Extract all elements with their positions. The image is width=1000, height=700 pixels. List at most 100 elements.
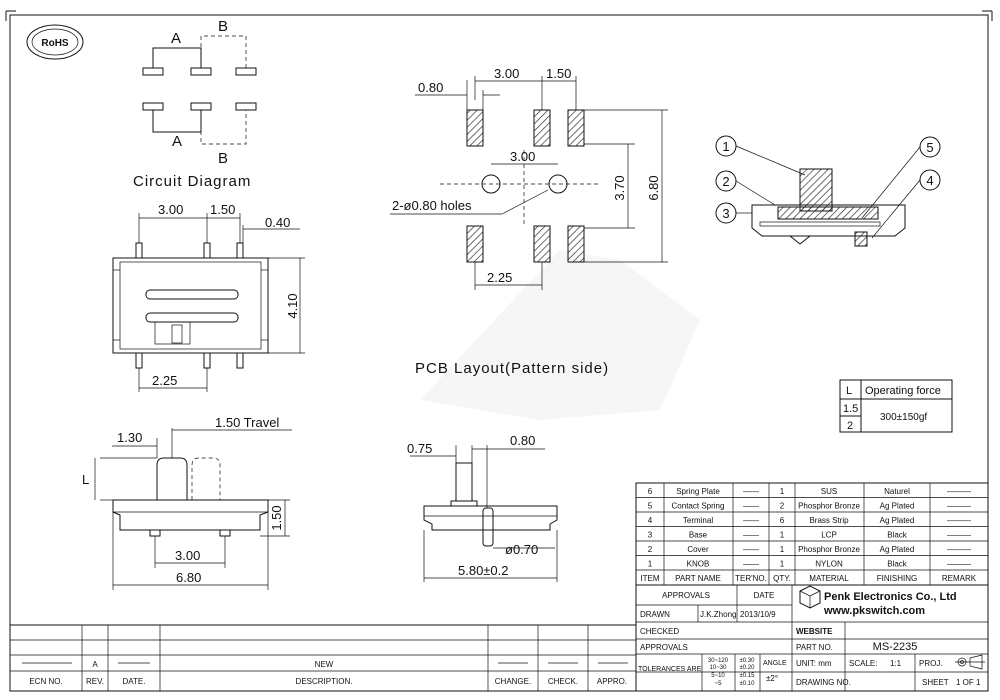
svg-text:CHANGE.: CHANGE. xyxy=(495,677,531,686)
bom-row: 5 Contact Spring —— 2 Phosphor Bronze Ag… xyxy=(648,502,971,511)
svg-text:6.80: 6.80 xyxy=(176,570,201,585)
svg-text:2: 2 xyxy=(648,545,653,554)
company-name: Penk Electronics Co., Ltd xyxy=(824,591,957,603)
svg-text:RoHS: RoHS xyxy=(41,38,69,49)
svg-text:———: ——— xyxy=(947,531,971,540)
svg-text:3.70: 3.70 xyxy=(612,175,627,200)
svg-text:5: 5 xyxy=(648,502,653,511)
svg-text:NEW: NEW xyxy=(315,660,334,669)
company-website: www.pkswitch.com xyxy=(823,605,925,617)
svg-text:Phosphor Bronze: Phosphor Bronze xyxy=(798,502,860,511)
svg-text:DESCRIPTION.: DESCRIPTION. xyxy=(296,677,353,686)
svg-text:B: B xyxy=(218,18,229,35)
svg-text:Black: Black xyxy=(887,531,908,540)
svg-text:DRAWING NO.: DRAWING NO. xyxy=(796,678,851,687)
svg-text:1.50 Travel: 1.50 Travel xyxy=(215,415,279,430)
force-table: L Operating force 1.5 2 300±150gf xyxy=(839,379,953,433)
svg-text:L: L xyxy=(846,385,852,397)
svg-text:B: B xyxy=(218,150,229,167)
svg-text:±2°: ±2° xyxy=(766,674,778,683)
svg-text:PART NAME: PART NAME xyxy=(675,574,721,583)
svg-text:TOLERANCES ARE: TOLERANCES ARE xyxy=(638,666,702,673)
svg-text:1:1: 1:1 xyxy=(890,659,902,668)
svg-text:DRAWN: DRAWN xyxy=(640,610,670,619)
svg-text:1: 1 xyxy=(780,560,785,569)
svg-text:5: 5 xyxy=(926,140,933,155)
svg-text:2.25: 2.25 xyxy=(487,270,512,285)
svg-text:4.10: 4.10 xyxy=(285,293,300,318)
svg-text:——: —— xyxy=(743,487,759,496)
bom-row: 2 Cover —— 1 Phosphor Bronze Ag Plated —… xyxy=(648,545,971,554)
svg-text:3: 3 xyxy=(722,206,729,221)
svg-text:ITEM: ITEM xyxy=(640,574,659,583)
svg-text:Ag Plated: Ag Plated xyxy=(880,502,915,511)
svg-text:Base: Base xyxy=(689,531,708,540)
svg-text:Spring Plate: Spring Plate xyxy=(676,487,720,496)
svg-text:REMARK: REMARK xyxy=(942,574,977,583)
svg-text:MATERIAL: MATERIAL xyxy=(809,574,849,583)
svg-text:1 OF 1: 1 OF 1 xyxy=(956,678,981,687)
bom-row: 3 Base —— 1 LCP Black ——— xyxy=(648,531,971,540)
svg-text:CHECK.: CHECK. xyxy=(548,677,578,686)
svg-text:QTY.: QTY. xyxy=(773,574,791,583)
svg-text:L: L xyxy=(82,472,89,487)
svg-text:1.30: 1.30 xyxy=(117,430,142,445)
svg-text:———: ——— xyxy=(947,560,971,569)
svg-text:Black: Black xyxy=(887,560,908,569)
svg-text:PROJ.: PROJ. xyxy=(919,659,943,668)
svg-text:1: 1 xyxy=(648,560,653,569)
svg-text:A: A xyxy=(171,30,182,47)
svg-text:0.40: 0.40 xyxy=(265,215,290,230)
part-number: MS-2235 xyxy=(873,641,918,653)
svg-text:1: 1 xyxy=(722,139,729,154)
svg-text:3.00: 3.00 xyxy=(494,66,519,81)
svg-text:6.80: 6.80 xyxy=(646,175,661,200)
svg-text:SHEET: SHEET xyxy=(922,678,949,687)
svg-text:——: —— xyxy=(743,545,759,554)
bom-header: ITEM PART NAME TER'NO. QTY. MATERIAL FIN… xyxy=(640,574,976,583)
svg-text:SUS: SUS xyxy=(821,487,837,496)
svg-text:±0.10: ±0.10 xyxy=(740,681,756,687)
svg-text:——: —— xyxy=(743,560,759,569)
svg-text:APPROVALS: APPROVALS xyxy=(662,591,710,600)
bom-table: 6 Spring Plate —— 1 SUS Naturel ——— 5 Co… xyxy=(635,482,989,586)
svg-text:Terminal: Terminal xyxy=(683,516,713,525)
svg-text:KNOB: KNOB xyxy=(687,560,710,569)
svg-text:2: 2 xyxy=(847,420,853,432)
svg-text:Operating force: Operating force xyxy=(865,385,941,397)
svg-text:Ag Plated: Ag Plated xyxy=(880,545,915,554)
svg-text:1: 1 xyxy=(780,531,785,540)
svg-text:2: 2 xyxy=(722,174,729,189)
svg-text:TER'NO.: TER'NO. xyxy=(735,574,767,583)
svg-text:WEBSITE: WEBSITE xyxy=(796,627,833,636)
svg-text:6: 6 xyxy=(780,516,785,525)
bom-row: 1 KNOB —— 1 NYLON Black ——— xyxy=(648,560,971,569)
svg-text:REV.: REV. xyxy=(86,677,104,686)
top-view: 3.00 1.50 0.40 4.10 2.25 xyxy=(112,202,305,392)
pcb-caption: PCB Layout(Pattern side) xyxy=(415,360,609,377)
revision-table: A NEW ECN NO. REV. DATE. DESCRIPTION. CH… xyxy=(9,624,637,692)
svg-text:2-ø0.80 holes: 2-ø0.80 holes xyxy=(392,198,472,213)
svg-text:SCALE:: SCALE: xyxy=(849,659,877,668)
svg-text:A: A xyxy=(92,660,98,669)
svg-text:1.50: 1.50 xyxy=(210,202,235,217)
svg-text:Ag Plated: Ag Plated xyxy=(880,516,915,525)
svg-text:A: A xyxy=(172,133,183,150)
svg-text:———: ——— xyxy=(947,545,971,554)
svg-text:1.5: 1.5 xyxy=(843,403,858,415)
svg-text:J.K.Zhong: J.K.Zhong xyxy=(700,610,736,619)
svg-text:3.00: 3.00 xyxy=(510,149,535,164)
svg-text:Contact Spring: Contact Spring xyxy=(672,502,725,511)
svg-text:0.80: 0.80 xyxy=(510,433,535,448)
svg-text:DATE.: DATE. xyxy=(123,677,146,686)
svg-text:———: ——— xyxy=(947,516,971,525)
svg-text:3.00: 3.00 xyxy=(158,202,183,217)
svg-text:2.25: 2.25 xyxy=(152,373,177,388)
svg-text:300±150gf: 300±150gf xyxy=(880,412,927,423)
svg-text:DATE: DATE xyxy=(754,591,775,600)
svg-text:~5: ~5 xyxy=(715,681,723,687)
svg-text:LCP: LCP xyxy=(821,531,837,540)
svg-text:4: 4 xyxy=(648,516,653,525)
svg-text:CHECKED: CHECKED xyxy=(640,627,679,636)
svg-text:3.00: 3.00 xyxy=(175,548,200,563)
